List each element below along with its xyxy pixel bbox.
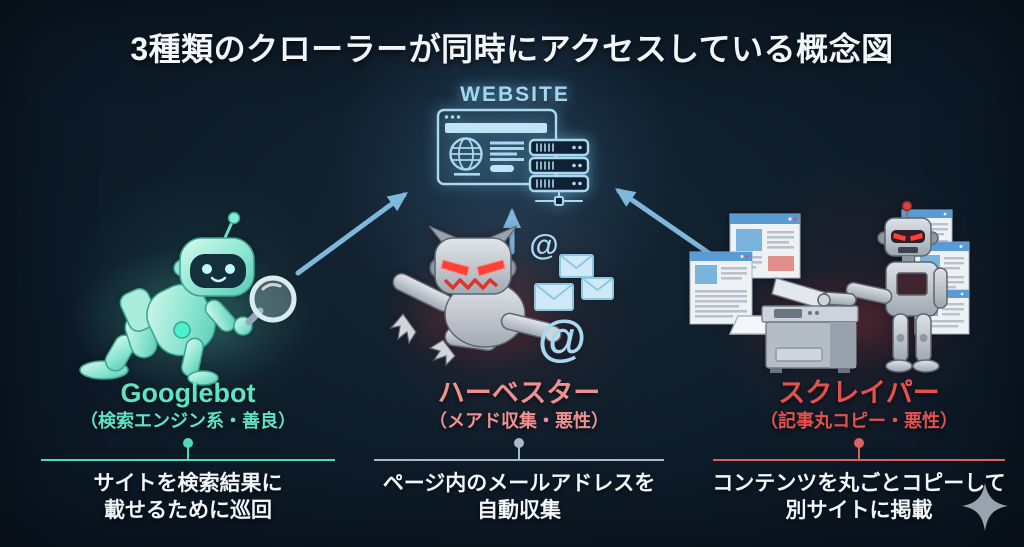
divider-line	[41, 446, 335, 461]
scraper-robot-body	[817, 200, 948, 373]
harvester-robot-illustration: @ @	[383, 225, 614, 376]
crawler-caption: コンテンツを丸ごとコピーして 別サイトに掲載	[712, 472, 1006, 522]
crawler-subtitle: （記事丸コピー・悪性）	[760, 411, 958, 431]
googlebot-robot-illustration	[69, 211, 313, 390]
crawler-subtitle: （メアド収集・悪性）	[429, 411, 609, 431]
harvester-section: ハーベスター （メアド収集・悪性） ページ内のメールアドレスを 自動収集	[368, 378, 670, 524]
crawler-caption: ページ内のメールアドレスを 自動収集	[382, 472, 656, 522]
server-stack-icon	[528, 138, 590, 206]
crawler-name: Googlebot	[120, 378, 256, 408]
divider-pin	[858, 446, 860, 460]
photocopier-icon	[728, 277, 859, 373]
scraper-robot-illustration	[689, 200, 970, 374]
at-sign-icon: @	[529, 229, 558, 262]
crawler-name: ハーベスター	[437, 378, 601, 408]
page-title: 3種類のクローラーが同時にアクセスしている概念図	[130, 31, 894, 67]
envelope-icons	[534, 254, 614, 311]
crawler-subtitle: （検索エンジン系・善良）	[80, 411, 296, 431]
jagged-mouth	[443, 278, 499, 290]
crawler-name: スクレイパー	[778, 378, 940, 408]
divider-pin	[187, 446, 189, 460]
divider-pin	[518, 446, 520, 460]
divider-line	[713, 446, 1005, 461]
divider-line	[374, 446, 664, 461]
at-sign-icon-large: @	[538, 310, 587, 366]
googlebot-section: Googlebot （検索エンジン系・善良） サイトを検索結果に 載せるために巡…	[35, 378, 341, 524]
website-browser-servers-icon	[436, 108, 590, 206]
angry-red-eyes	[440, 259, 506, 277]
magnifying-glass-icon	[245, 275, 297, 326]
website-label: WEBSITE	[460, 83, 570, 106]
crawler-caption: サイトを検索結果に 載せるために巡回	[93, 472, 283, 522]
scraper-section: スクレイパー （記事丸コピー・悪性） コンテンツを丸ごとコピーして 別サイトに掲…	[707, 378, 1011, 524]
